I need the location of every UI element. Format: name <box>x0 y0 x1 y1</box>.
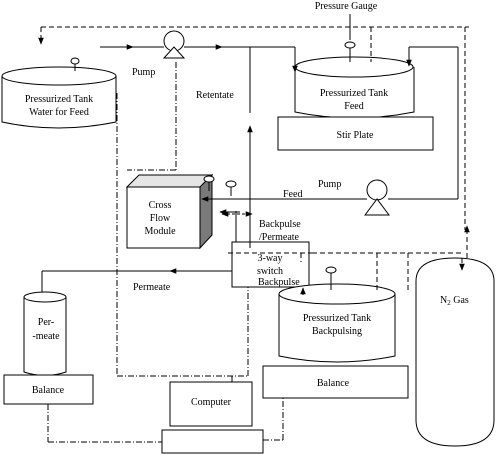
backpulse-permeate-label-1: Backpulse <box>259 219 301 230</box>
three-way-switch: 3-way switch <box>231 241 310 288</box>
tank-feed-label-1: Pressurized Tank <box>320 88 388 99</box>
cross-flow-label-1: Cross <box>149 200 172 211</box>
tank-feed: Pressurized Tank Feed <box>294 41 415 119</box>
module-gauges <box>203 175 237 196</box>
gauge-icon <box>225 180 237 188</box>
cross-flow-module: Cross Flow Module <box>125 173 214 250</box>
tank-backpulsing: Pressurized Tank Backpulsing <box>278 266 396 363</box>
switch-label-1: 3-way <box>258 253 283 264</box>
tank-feed-label-2: Feed <box>344 101 363 112</box>
permeate-vessel-label-1: Per- <box>38 317 54 328</box>
tank-backpulse-label-2: Backpulsing <box>312 326 362 337</box>
retentate-label: Retentate <box>196 90 234 101</box>
computer-label: Computer <box>191 397 232 408</box>
permeate-vessel-label-2: -meate <box>32 331 60 342</box>
tank-water-label-1: Pressurized Tank <box>25 94 93 105</box>
permeate-label: Permeate <box>133 282 171 293</box>
feed-label: Feed <box>283 189 302 200</box>
backpulse-permeate-label-2: /Permeate <box>259 232 300 243</box>
permeate-vessel: Per- -meate <box>23 291 67 376</box>
n2-gas-cylinder: N2 Gas <box>415 257 495 447</box>
pump-feed-label: Pump <box>318 179 341 190</box>
switch-label-2: switch <box>257 266 283 277</box>
balance-right: Balance <box>262 365 409 399</box>
pump-feed-icon <box>364 179 390 216</box>
stir-plate: Stir Plate <box>277 116 434 151</box>
tank-backpulse-label-1: Pressurized Tank <box>303 313 371 324</box>
tank-water-label-2: Water for Feed <box>29 107 89 118</box>
gauge-icon <box>70 57 80 65</box>
stir-plate-label: Stir Plate <box>337 130 375 141</box>
pressure-gauge-icon <box>344 41 356 49</box>
balance-left-label: Balance <box>32 385 65 396</box>
dash-dot-lines <box>47 62 284 443</box>
pressure-gauge-label: Pressure Gauge <box>315 1 378 12</box>
cross-flow-label-3: Module <box>144 226 176 237</box>
dashed-lines <box>38 26 470 290</box>
balance-right-label: Balance <box>317 378 350 389</box>
monitor-icon <box>169 381 253 427</box>
solid-flow-lines <box>41 44 459 295</box>
backpulse-label: Backpulse <box>258 277 300 288</box>
gauge-icon <box>325 266 337 274</box>
gauge-icon <box>203 175 215 183</box>
balance-left: Balance <box>3 374 94 405</box>
keyboard-icon <box>161 429 264 454</box>
n2-gas-label: N2 Gas <box>440 295 469 307</box>
cross-flow-label-2: Flow <box>150 213 171 224</box>
pump-top-icon <box>162 30 186 59</box>
computer: Computer <box>161 381 264 454</box>
tank-water-for-feed: Pressurized Tank Water for Feed <box>1 57 117 129</box>
pump-top-label: Pump <box>132 67 155 78</box>
